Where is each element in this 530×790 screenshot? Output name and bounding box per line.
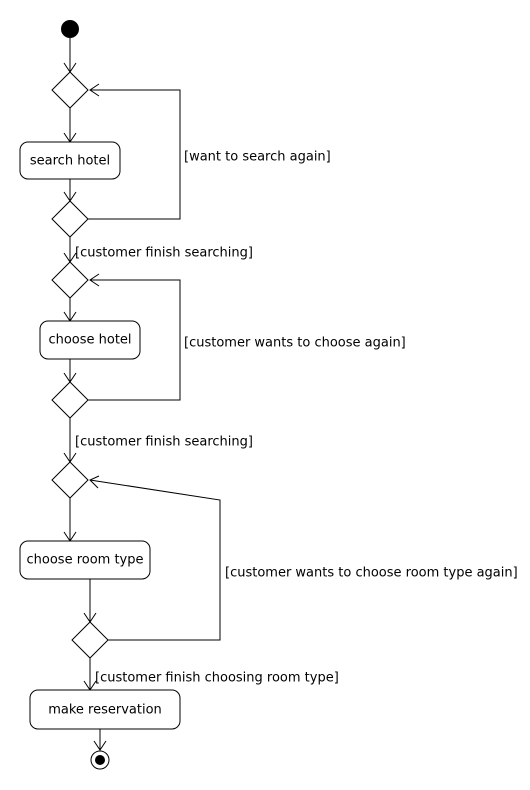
initial-node (61, 20, 79, 38)
activity-choose-room-type-label: choose room type (27, 553, 144, 568)
final-node (90, 750, 110, 770)
guard-search-again: [want to search again] (184, 150, 331, 165)
decision-node-choose-hotel (51, 381, 89, 419)
merge-node-choose-room (51, 461, 89, 499)
merge-node-search (51, 71, 89, 109)
guard-choose-room-again: [customer wants to choose room type agai… (225, 566, 518, 581)
activity-search-hotel-label: search hotel (30, 154, 110, 169)
arrowhead-loop-choose-hotel (89, 273, 100, 287)
activity-choose-hotel-label: choose hotel (48, 333, 131, 348)
merge-node-choose-hotel (51, 261, 89, 299)
arrowhead-loop-choose-room (89, 475, 100, 489)
flow-loop-choose-room-again (89, 479, 221, 641)
decision-node-search (51, 200, 89, 238)
activity-make-reservation: make reservation (29, 689, 181, 730)
flow-loop-search-again (88, 89, 181, 220)
activity-search-hotel: search hotel (19, 141, 121, 180)
decision-node-choose-room (71, 621, 109, 659)
guard-choose-hotel-again: [customer wants to choose again] (184, 336, 406, 351)
activity-choose-hotel: choose hotel (39, 320, 141, 360)
guard-finish-search-1: [customer finish searching] (75, 246, 253, 261)
flow-loop-choose-hotel-again (88, 279, 181, 401)
activity-choose-room-type: choose room type (19, 540, 151, 580)
guard-finish-search-2: [customer finish searching] (75, 435, 253, 450)
guard-finish-room: [customer finish choosing room type] (95, 671, 339, 686)
activity-make-reservation-label: make reservation (48, 703, 162, 718)
arrowhead-loop-search (89, 83, 100, 97)
arrowhead-final (93, 740, 107, 751)
